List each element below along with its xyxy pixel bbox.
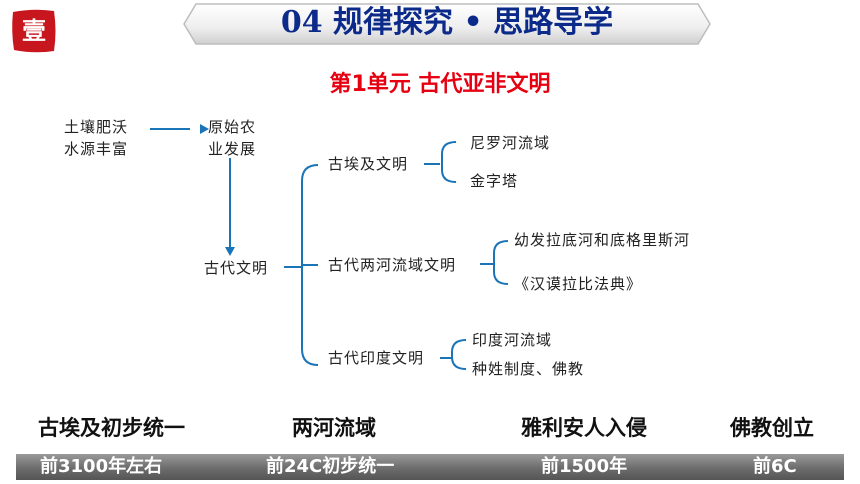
condition-line-1: 土壤肥沃 bbox=[64, 118, 129, 136]
timeline-event-4: 佛教创立 bbox=[730, 415, 814, 440]
agriculture-line-2: 业发展 bbox=[208, 140, 257, 158]
seal-stamp bbox=[12, 9, 56, 53]
agriculture-node: 原始农 业发展 bbox=[208, 116, 256, 160]
unit-subtitle: 第1单元 古代亚非文明 bbox=[329, 72, 551, 97]
mesopotamia-item-2: 《汉谟拉比法典》 bbox=[514, 275, 643, 293]
title-banner bbox=[183, 3, 711, 45]
mesopotamia-item-1: 幼发拉底河和底格里斯河 bbox=[514, 231, 691, 249]
india-item-2: 种姓制度、佛教 bbox=[472, 360, 585, 378]
condition-node: 土壤肥沃 水源丰富 bbox=[64, 116, 128, 160]
mesopotamia-node: 古代两河流域文明 bbox=[328, 256, 457, 274]
agriculture-line-1: 原始农 bbox=[208, 118, 257, 136]
timeline-date-1: 前3100年左右 bbox=[40, 456, 163, 477]
seal-character: 壹 bbox=[22, 16, 46, 45]
timeline-date-4: 前6C bbox=[753, 456, 797, 477]
root-node: 古代文明 bbox=[204, 259, 269, 277]
egypt-node: 古埃及文明 bbox=[328, 155, 409, 173]
timeline-event-3: 雅利安人入侵 bbox=[521, 415, 647, 440]
timeline-event-2: 两河流域 bbox=[292, 415, 376, 440]
egypt-item-1: 尼罗河流域 bbox=[470, 134, 551, 152]
timeline-date-2: 前24C初步统一 bbox=[266, 456, 395, 477]
condition-line-2: 水源丰富 bbox=[64, 140, 129, 158]
india-item-1: 印度河流域 bbox=[472, 331, 553, 349]
timeline-event-1: 古埃及初步统一 bbox=[38, 415, 185, 440]
india-node: 古代印度文明 bbox=[328, 349, 425, 367]
timeline-date-3: 前1500年 bbox=[541, 456, 628, 477]
page-title: 04 规律探究 • 思路导学 bbox=[280, 5, 614, 40]
timeline-bar bbox=[16, 454, 844, 480]
egypt-item-2: 金字塔 bbox=[470, 172, 519, 190]
